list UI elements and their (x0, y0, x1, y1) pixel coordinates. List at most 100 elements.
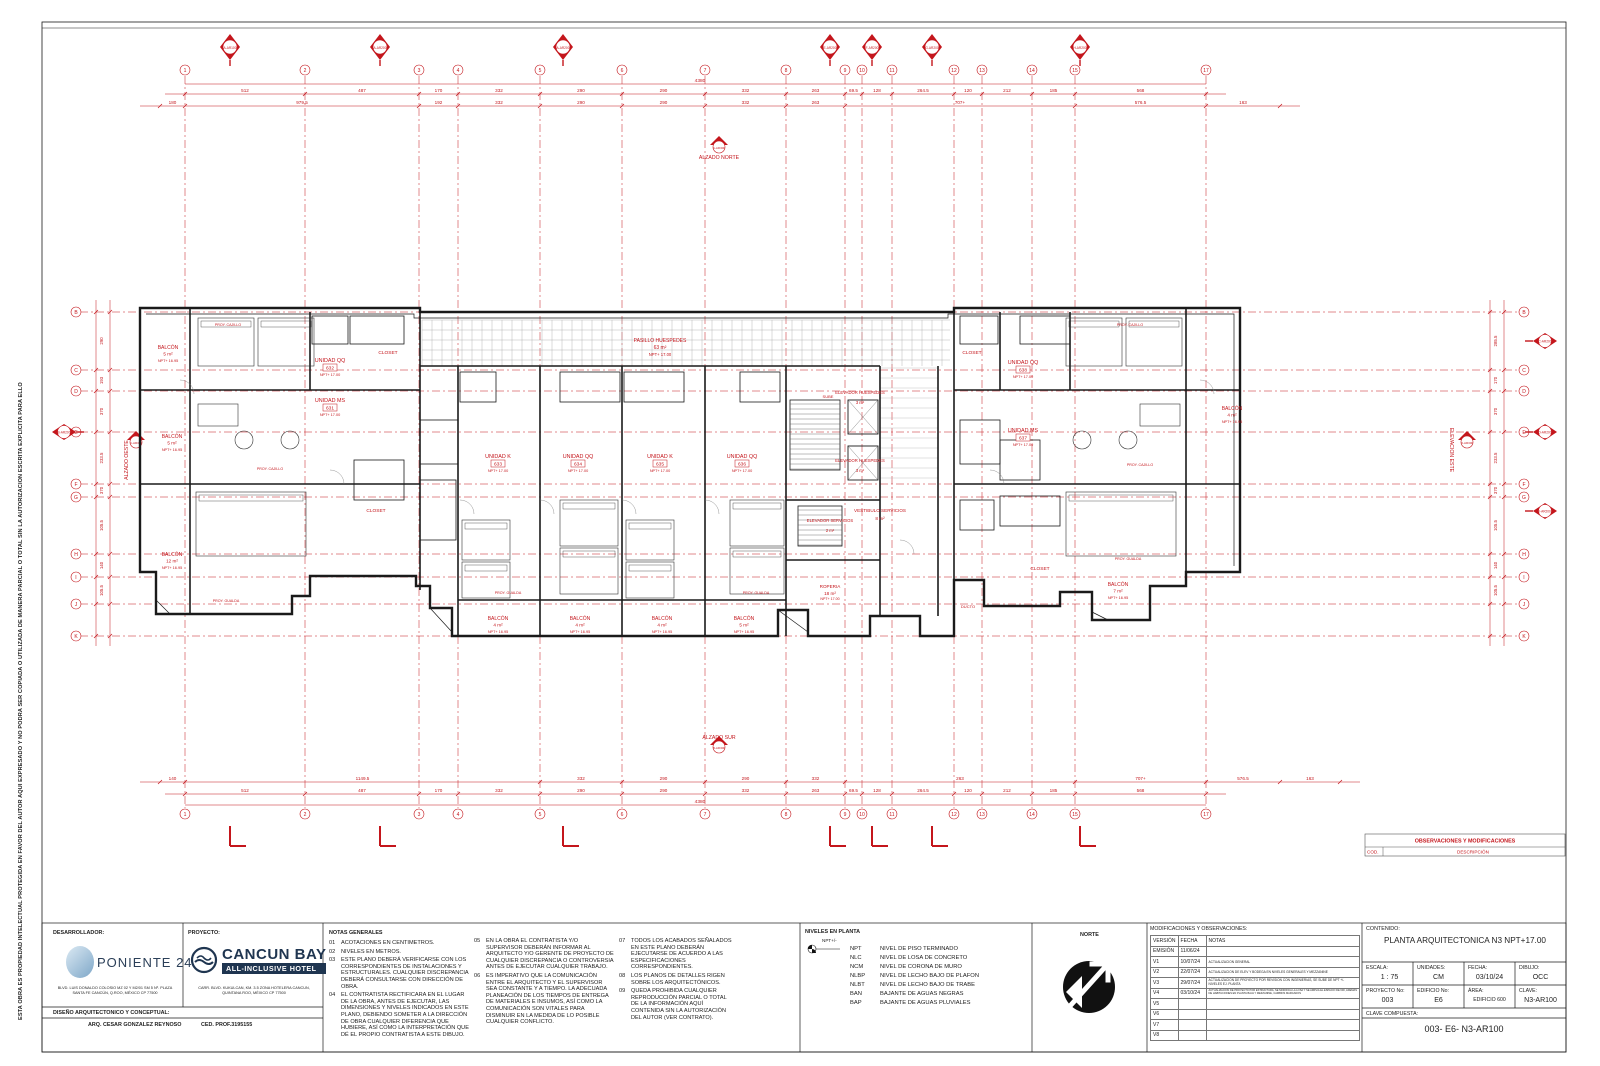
scale-label: ESCALA: (1366, 965, 1388, 971)
grid-column-label: 1 (184, 812, 187, 818)
bottom-dim-row1-value: 140 (169, 776, 177, 781)
building-no-value: E6 (1434, 997, 1443, 1004)
table-icon (234, 430, 254, 450)
grid-row-label: F (1522, 482, 1525, 488)
right-dim-tick (1501, 574, 1507, 580)
door-swing-icon (459, 499, 475, 515)
left-dim-tick (107, 429, 113, 435)
grid-bubble-right (1518, 491, 1530, 503)
drawn-by-label: DIBUJO: (1519, 965, 1540, 971)
top-dim-row1-tick (783, 91, 789, 97)
grid-bubble-top (413, 64, 425, 76)
balcony-sw-area: 12 m² (166, 559, 178, 564)
area-label: ÁREA: (1468, 988, 1484, 994)
grid-bubble-bottom (839, 808, 851, 820)
elevator-icon (847, 399, 879, 435)
top-dim-row1-tick (889, 91, 895, 97)
linen-room-level: NPT+ 17.00 (820, 597, 839, 601)
grid-column-label: 17 (1203, 812, 1209, 818)
grid-bubble-left (70, 478, 82, 490)
unit-633-level: NPT+ 17.00 (488, 469, 508, 473)
right-dim-tick (1487, 633, 1493, 639)
linen-room-label: ROPERIA (820, 584, 842, 589)
door-swing-icon (179, 379, 195, 395)
grid-column-label: 12 (951, 812, 957, 818)
section-marker-label: G-AR200 (925, 46, 939, 50)
top-dim-row1-tick (951, 91, 957, 97)
grid-column-label: 4 (457, 812, 460, 818)
top-dim-row2-tick (182, 103, 188, 109)
table-row: V5 (1150, 998, 1361, 1010)
door-swing-icon (704, 499, 720, 515)
balcony-635-area: 4 m² (657, 623, 667, 628)
top-dim-row1-tick (842, 91, 848, 97)
left-dim-tick (93, 481, 99, 487)
right-dim-tick (1501, 633, 1507, 639)
grid-bubble-bottom (699, 808, 711, 820)
top-dim-row1-value: 170 (435, 88, 443, 93)
left-dim-tick (93, 494, 99, 500)
developer-label: DESARROLLADOR: (53, 930, 105, 936)
bed-icon (729, 547, 785, 595)
right-dim-tick (1487, 574, 1493, 580)
section-marker-label: D-AR200 (1538, 431, 1551, 435)
bottom-dim-row1-tick (842, 779, 848, 785)
door-swing-icon (1199, 379, 1215, 395)
grid-bubble-bottom (1069, 808, 1081, 820)
right-dim-tick (1487, 551, 1493, 557)
pillow-icon (1068, 320, 1120, 328)
top-dim-row1-value: 290 (660, 88, 668, 93)
top-dim-row1-tick (416, 91, 422, 97)
drawn-by-value: OCC (1532, 974, 1549, 981)
elevator-service-area: 2 m² (826, 528, 835, 533)
pillow-icon (562, 502, 616, 510)
top-dim-row1-value: 263 (812, 88, 820, 93)
left-dim-tick (107, 633, 113, 639)
duct-label: DUCTO (961, 604, 975, 609)
elevation-ref: B-AR300 (713, 746, 726, 750)
elevator-service-label: ELEVADOR SERVICIOS (807, 518, 854, 523)
left-dim-tick (93, 601, 99, 607)
grid-row-label: J (1523, 602, 1526, 608)
right-dim-tick (1487, 601, 1493, 607)
table-row: V6 (1150, 1008, 1361, 1020)
unit-636-tag (734, 459, 750, 468)
balcony-634-level: NPT+ 16.95 (570, 630, 590, 634)
left-dim-tick (93, 367, 99, 373)
unit-638-level: NPT+ 17.00 (1013, 375, 1033, 379)
balcony-w-level: NPT+ 16.95 (162, 448, 182, 452)
grid-row-label: I (1523, 575, 1524, 581)
right-dim-tick (1501, 601, 1507, 607)
grid-bubble-left (70, 385, 82, 397)
elevator-x (847, 445, 879, 481)
top-dim-row1-value: 512 (241, 88, 249, 93)
unit-634-level: NPT+ 17.00 (568, 469, 588, 473)
grid-bubble-bottom (886, 808, 898, 820)
grid-bubble-bottom (948, 808, 960, 820)
section-marker-label: E-AR200 (824, 46, 837, 50)
balcony-e-level: NPT+ 16.95 (1222, 420, 1242, 424)
right-dim-value: 105.5 (1493, 519, 1498, 531)
grid-column-label: 9 (844, 68, 847, 74)
top-dim-row1-tick (619, 91, 625, 97)
left-dim-value: 140 (99, 561, 104, 569)
balcony-se-area: 7 m² (1113, 589, 1123, 594)
grid-row-label: K (1522, 634, 1526, 640)
date-value: 03/10/24 (1475, 974, 1504, 981)
balcony-w-area: 5 m² (167, 441, 177, 446)
bottom-dim-row2-tick (455, 791, 461, 797)
bottom-dim-row2-value: 69.5 (849, 788, 858, 793)
bed-icon (197, 317, 255, 367)
balcony-634-area: 4 m² (575, 623, 585, 628)
service-lobby-label: VESTIBULO SERVICIOS (854, 508, 906, 513)
bottom-dim-row1-tick (702, 779, 708, 785)
grid-bubble-right (1518, 478, 1530, 490)
grid-column-label: 3 (418, 68, 421, 74)
grid-bubble-top (616, 64, 628, 76)
